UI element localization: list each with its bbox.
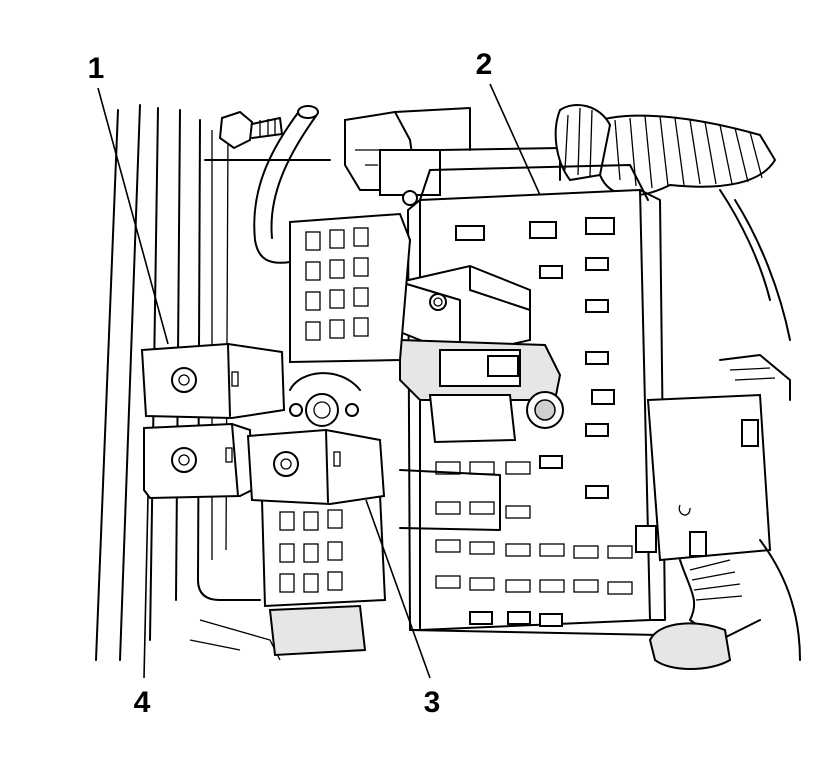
leader-line-2: [489, 83, 541, 196]
wire-harness-left: [253, 105, 319, 264]
leader-lines: [97, 83, 541, 679]
mounting-bolt: [218, 110, 283, 150]
relay-3: [246, 428, 386, 506]
leader-line-3: [365, 499, 431, 679]
fuse-block: [399, 164, 666, 636]
leader-line-1: [97, 87, 169, 345]
top-bracket: [344, 107, 561, 206]
callout-2: 2: [476, 48, 493, 81]
lower-relay-block: [399, 338, 564, 444]
relay-1: [140, 342, 286, 420]
callout-1: 1: [88, 52, 105, 85]
leader-line-4: [143, 495, 149, 679]
callout-3: 3: [424, 686, 441, 719]
connector-pins-top: [305, 227, 369, 341]
relay-4: [143, 422, 254, 500]
large-connector: [260, 212, 412, 657]
fuse-rows-lower: [435, 461, 633, 627]
mini-fuses-top: [455, 217, 615, 499]
callout-4: 4: [134, 686, 151, 719]
connector-pins-bottom: [279, 509, 343, 593]
right-connector-bracket: [635, 354, 801, 670]
